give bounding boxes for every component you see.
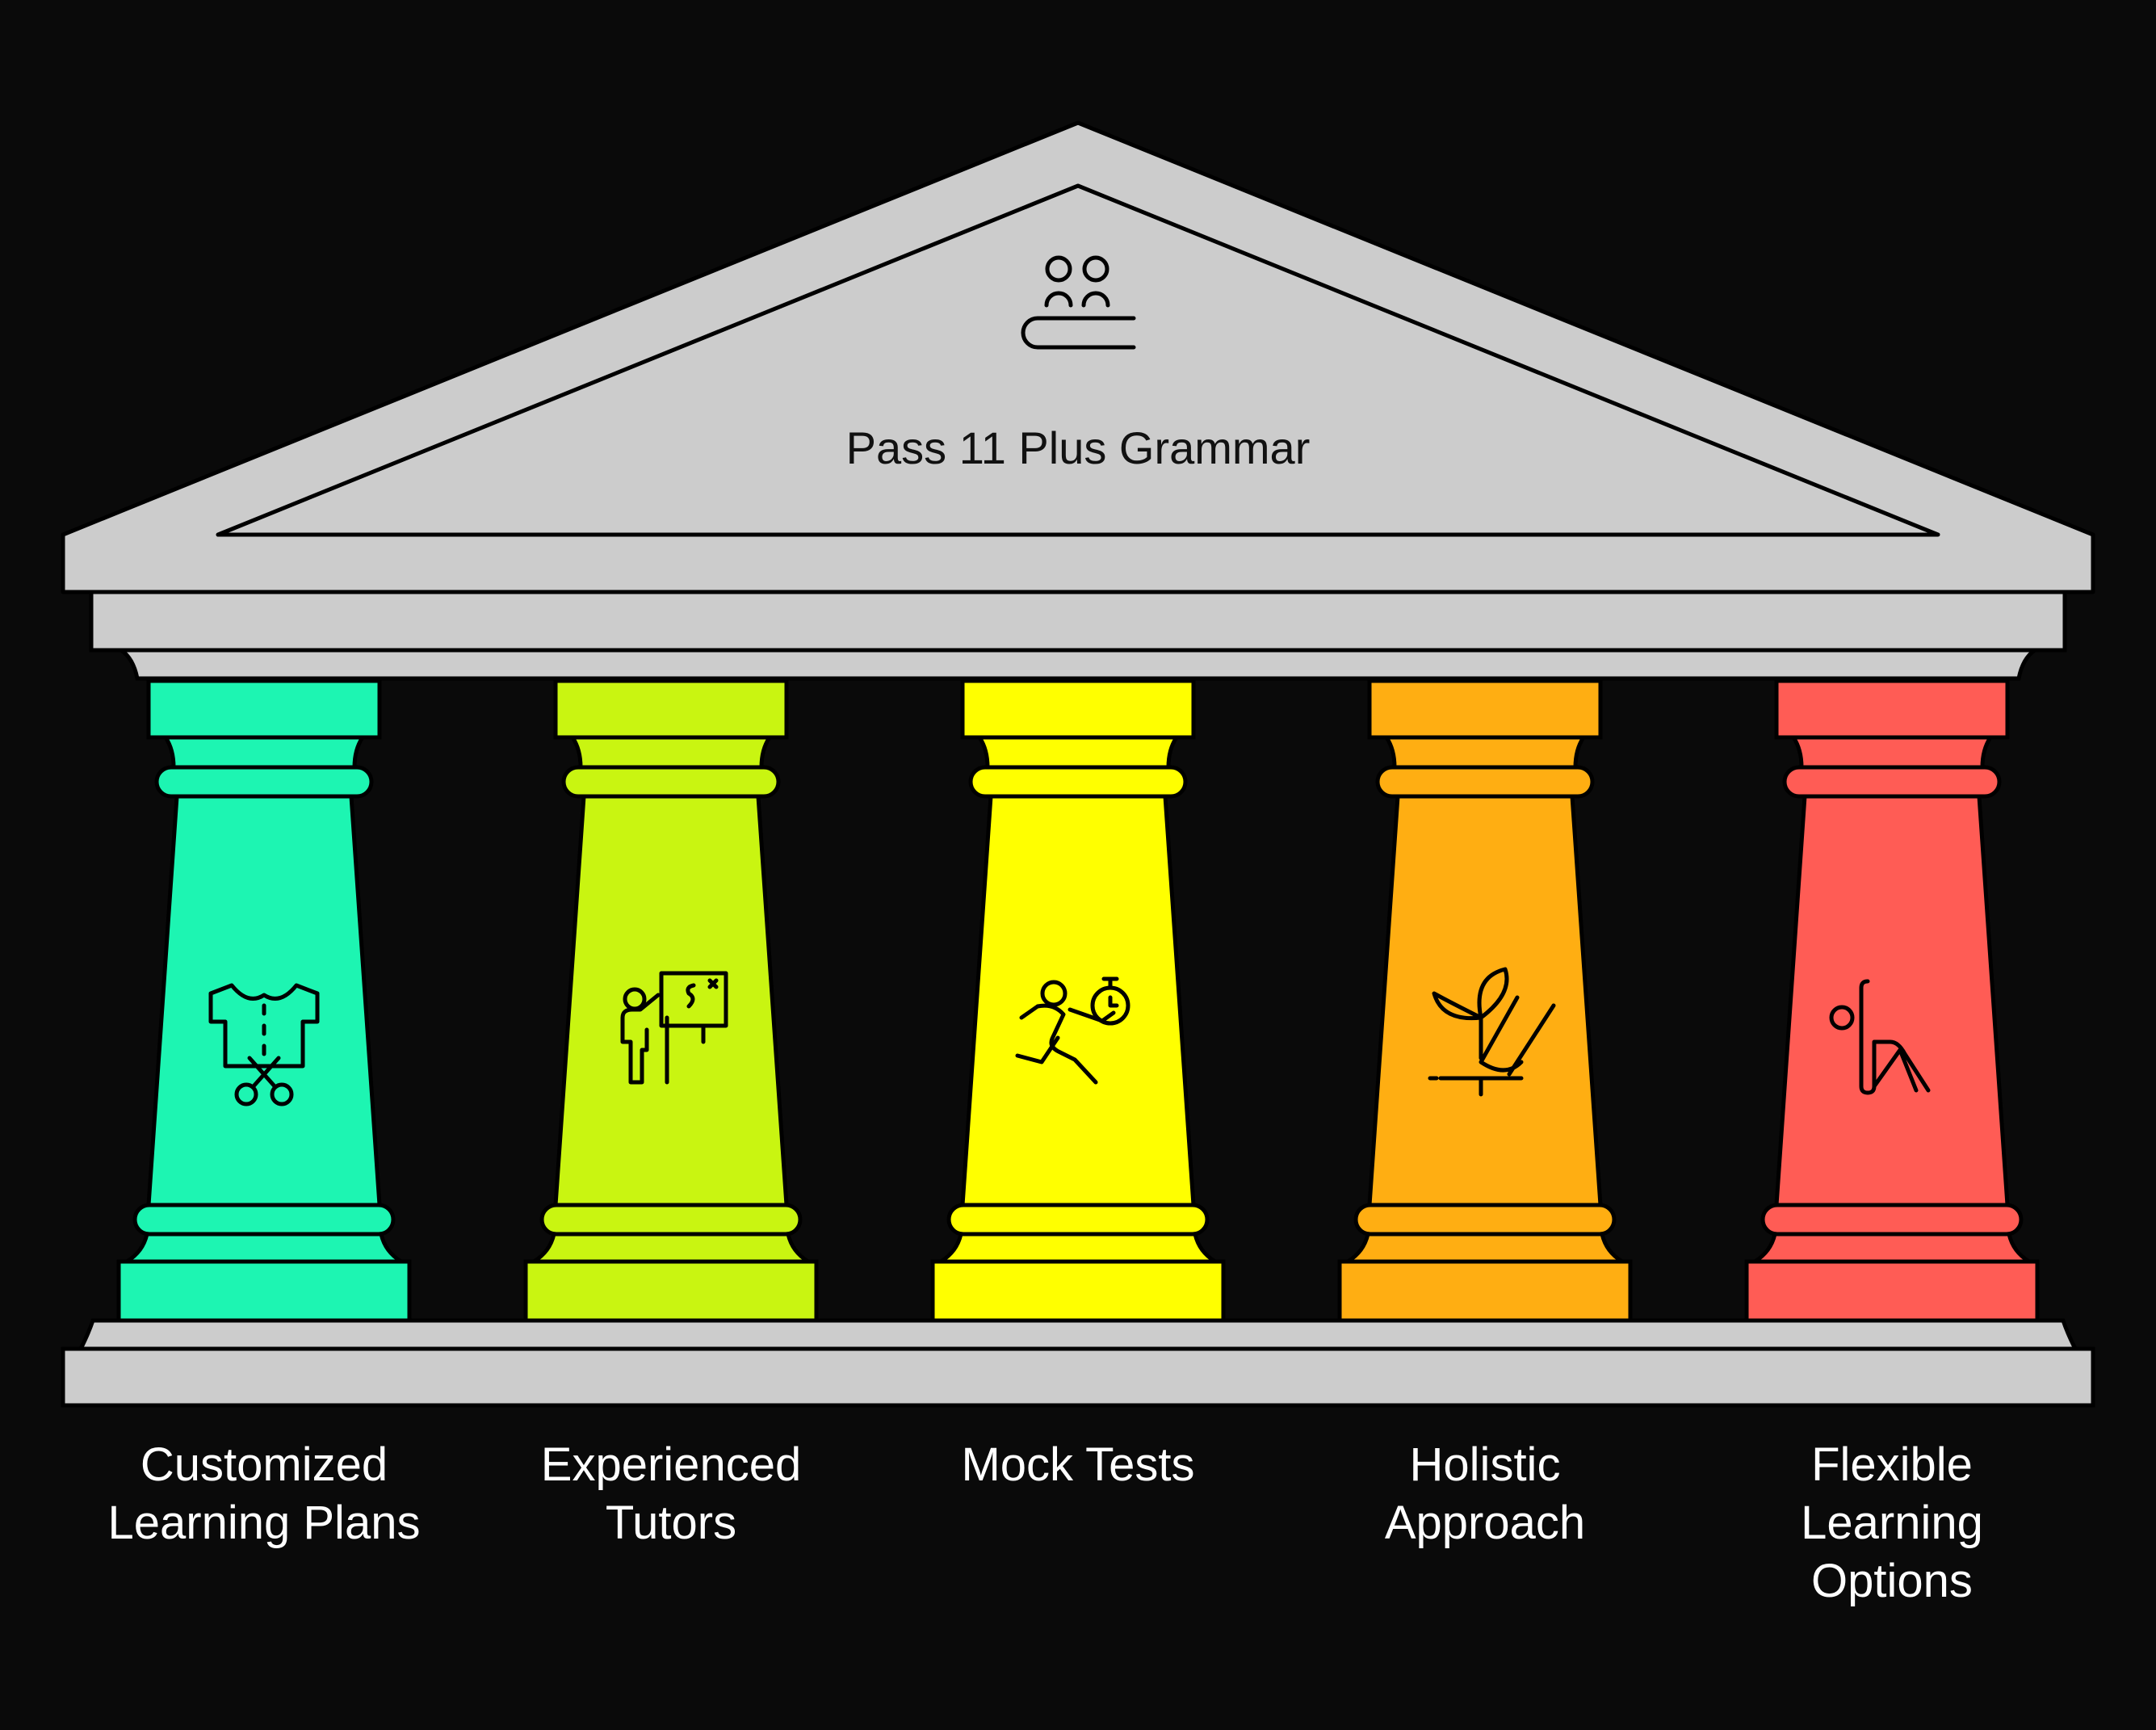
pillar: [523, 678, 819, 1323]
pillar-neck: [1789, 735, 1995, 770]
pillar-shaft: [1774, 794, 2010, 1207]
pillar-ring-bottom: [539, 1203, 803, 1237]
students-group-icon: [1021, 255, 1136, 350]
stretching-person-icon: [1829, 979, 1931, 1095]
pillar-label: Holistic Approach: [1384, 1438, 1586, 1549]
pillar-ring-top: [1782, 765, 2002, 799]
pillar-neck: [568, 735, 774, 770]
pillar-plinth: [116, 1259, 412, 1323]
pillar-base-flare: [933, 1232, 1223, 1264]
pillar-base-flare: [1747, 1232, 2037, 1264]
pillar-plinth: [1744, 1259, 2040, 1323]
pillar-base-flare: [526, 1232, 816, 1264]
base-step: [61, 1346, 2095, 1408]
tutor-whiteboard-icon: [620, 971, 728, 1085]
pillar-label: Experienced Tutors: [540, 1438, 802, 1549]
pillar-neck: [1382, 735, 1588, 770]
pillar: [116, 678, 412, 1323]
pillar-shaft: [553, 794, 789, 1207]
pillar-plinth: [523, 1259, 819, 1323]
pillar-abacus: [553, 678, 789, 740]
pillar-neck: [975, 735, 1181, 770]
entablature-band: [89, 590, 2067, 653]
pillar-shaft: [1367, 794, 1603, 1207]
pillar-ring-top: [968, 765, 1188, 799]
pillar-shaft: [146, 794, 382, 1207]
pillar: [1337, 678, 1633, 1323]
pillar-plinth: [930, 1259, 1226, 1323]
pillar: [1744, 678, 2040, 1323]
pillar-ring-top: [1375, 765, 1595, 799]
pillar-base-flare: [119, 1232, 409, 1264]
pillar-abacus: [1774, 678, 2010, 740]
pillar-base-flare: [1340, 1232, 1630, 1264]
pillar-abacus: [1367, 678, 1603, 740]
page-title: Pass 11 Plus Grammar: [846, 422, 1311, 473]
plant-growth-icon: [1428, 967, 1556, 1097]
pillar-ring-bottom: [132, 1203, 396, 1237]
pillar-label: Flexible Learning Options: [1801, 1438, 1983, 1607]
capital-ledge: [114, 648, 2042, 681]
runner-stopwatch-icon: [1015, 976, 1130, 1085]
tailoring-shirt-scissors-icon: [208, 983, 320, 1106]
pillar-ring-bottom: [1353, 1203, 1617, 1237]
pillar-neck: [161, 735, 367, 770]
pillar: [930, 678, 1226, 1323]
pillar-plinth: [1337, 1259, 1633, 1323]
pillar-shaft: [960, 794, 1196, 1207]
roof: Pass 11 Plus Grammar: [61, 120, 2095, 594]
pillar-ring-bottom: [946, 1203, 1210, 1237]
pillar-ring-top: [154, 765, 374, 799]
pillar-label: Mock Tests: [961, 1438, 1195, 1491]
pillars: [116, 678, 2040, 1323]
pillar-abacus: [960, 678, 1196, 740]
pillar-ring-top: [561, 765, 781, 799]
base-ledge: [77, 1318, 2079, 1351]
pillar-ring-bottom: [1760, 1203, 2024, 1237]
pillar-label: Customized Learning Plans: [107, 1438, 421, 1549]
roof-inner-triangle: [216, 183, 1940, 537]
pillar-abacus: [146, 678, 382, 740]
